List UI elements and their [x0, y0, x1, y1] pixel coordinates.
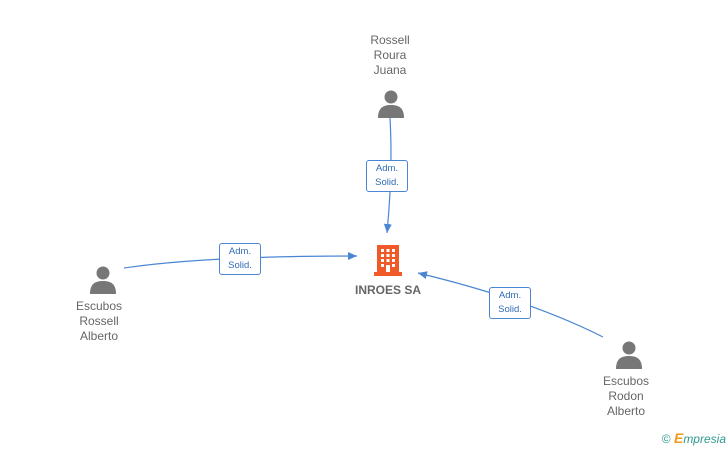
role-line: Adm.: [375, 163, 399, 174]
person-name-line: Juana: [373, 63, 407, 77]
role-badge[interactable]: Adm. Solid.: [366, 160, 408, 192]
person-label-rossell-roura-juana[interactable]: Rossell Roura Juana: [335, 33, 445, 78]
role-line: Solid.: [228, 260, 252, 271]
person-name-line: Escubos: [602, 374, 650, 388]
role-line: Solid.: [498, 304, 522, 315]
person-icon[interactable]: [614, 339, 644, 369]
person-name-line: Roura: [373, 48, 407, 62]
person-name-line: Alberto: [606, 404, 646, 418]
role-line: Adm.: [498, 290, 522, 301]
person-icon[interactable]: [88, 264, 118, 294]
role-line: Solid.: [375, 177, 399, 188]
company-name[interactable]: INROES SA: [355, 283, 422, 297]
person-name-line: Alberto: [79, 329, 119, 343]
person-name-line: Rossell: [79, 314, 119, 328]
person-icon[interactable]: [376, 88, 406, 118]
role-badge[interactable]: Adm. Solid.: [489, 287, 531, 319]
person-name-line: Escubos: [75, 299, 123, 313]
role-line: Adm.: [228, 246, 252, 257]
brand-initial: E: [673, 430, 684, 446]
person-label-escubos-rodon-alberto[interactable]: Escubos Rodon Alberto: [571, 374, 681, 419]
copyright-symbol: ©: [661, 432, 671, 446]
person-name-line: Rossell: [370, 33, 410, 47]
empresia-watermark: © Empresia: [662, 430, 726, 446]
brand-name: mpresia: [683, 432, 726, 446]
role-badge[interactable]: Adm. Solid.: [219, 243, 261, 275]
person-label-escubos-rossell-alberto[interactable]: Escubos Rossell Alberto: [44, 299, 154, 344]
building-icon[interactable]: [373, 243, 403, 277]
person-name-line: Rodon: [608, 389, 644, 403]
